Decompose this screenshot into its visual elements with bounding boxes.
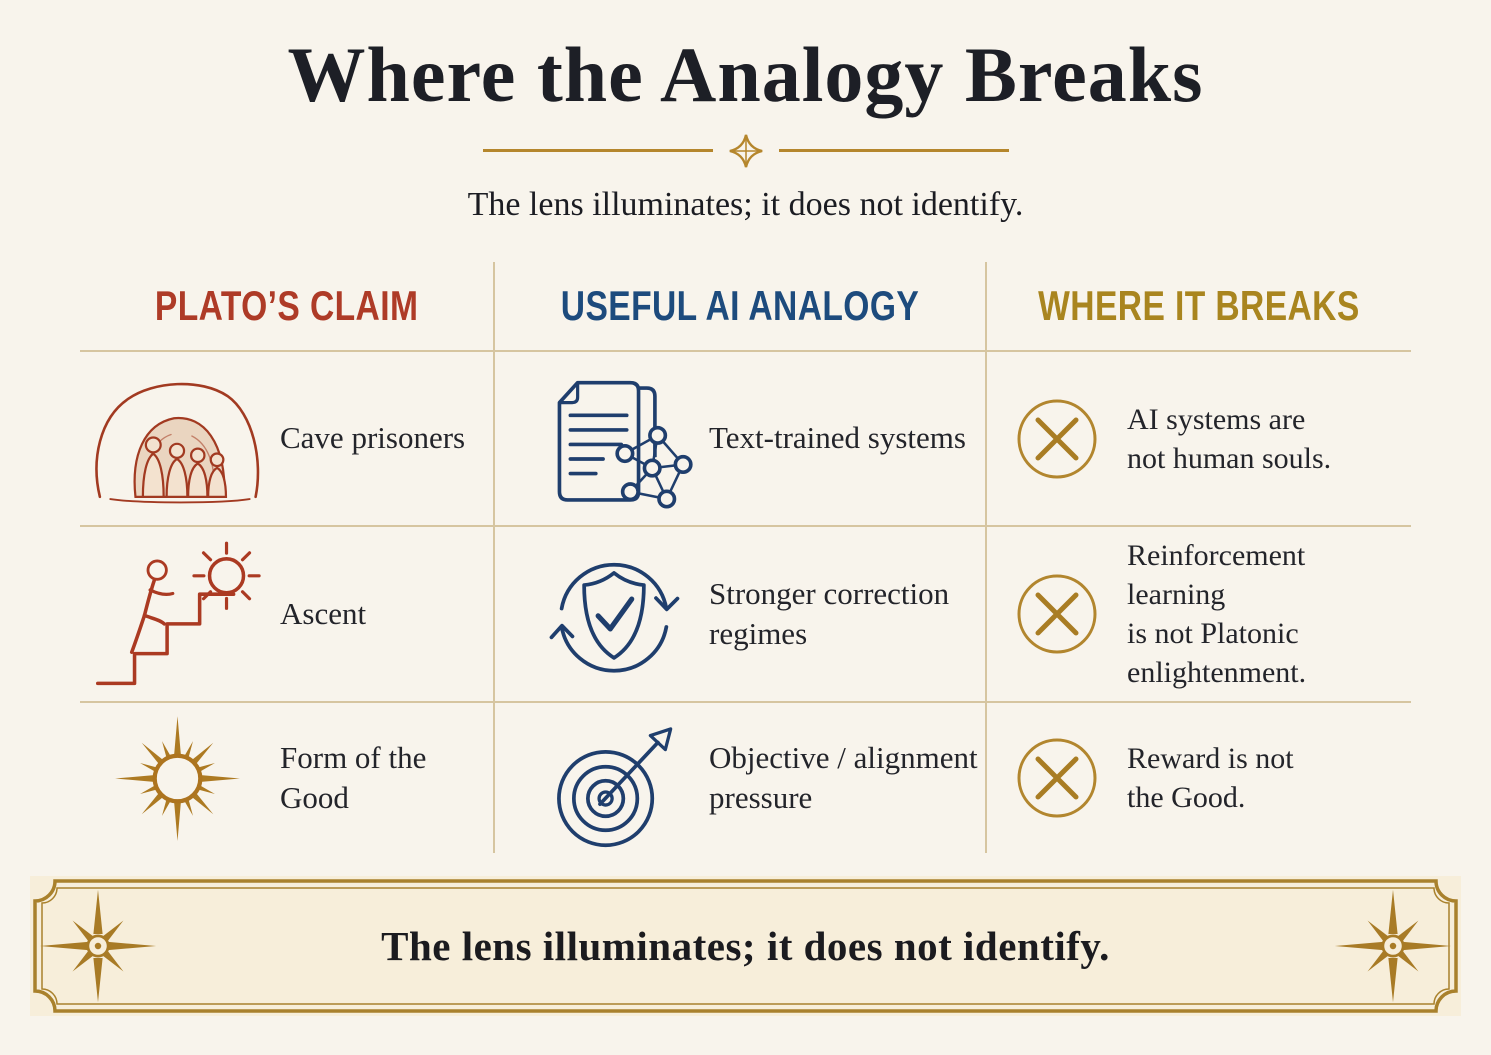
banner-frame bbox=[33, 879, 1458, 1013]
divider-line-right bbox=[778, 149, 1009, 153]
cell-not-human-souls: AI systems are not human souls. bbox=[987, 352, 1411, 527]
column-header-label: USEFUL AI ANALOGY bbox=[560, 282, 920, 329]
cell-stronger-correction-regimes: Stronger correction regimes bbox=[495, 527, 987, 703]
target-arrow-icon bbox=[533, 705, 695, 851]
column-header-label: PLATO’S CLAIM bbox=[154, 282, 419, 329]
shield-check-cycle-icon bbox=[533, 539, 695, 689]
column-header-useful-ai-analogy: USEFUL AI ANALOGY bbox=[495, 262, 987, 352]
comparison-table: PLATO’S CLAIM USEFUL AI ANALOGY WHERE IT… bbox=[80, 262, 1411, 853]
x-circle-icon bbox=[1013, 397, 1101, 481]
compass-star-icon bbox=[1334, 889, 1452, 1003]
document-network-icon bbox=[533, 366, 695, 512]
column-header-platos-claim: PLATO’S CLAIM bbox=[80, 262, 495, 352]
x-circle-icon bbox=[1013, 572, 1101, 656]
cell-label: Text-trained systems bbox=[709, 420, 966, 456]
column-header-label: WHERE IT BREAKS bbox=[1038, 282, 1360, 329]
cell-label: Stronger correction regimes bbox=[709, 575, 950, 651]
cell-label: Ascent bbox=[280, 595, 367, 631]
cell-label: Reinforcement learning is not Platonic e… bbox=[1127, 539, 1307, 689]
cell-not-platonic-enlightenment: Reinforcement learning is not Platonic e… bbox=[987, 527, 1411, 703]
cell-text-trained-systems: Text-trained systems bbox=[495, 352, 987, 527]
cell-label: Objective / alignment pressure bbox=[709, 739, 978, 815]
footer-tagline: The lens illuminates; it does not identi… bbox=[381, 923, 1110, 969]
x-circle-icon bbox=[1013, 736, 1101, 820]
cell-ascent: Ascent bbox=[80, 527, 495, 703]
compass-star-icon bbox=[39, 889, 157, 1003]
header: Where the Analogy Breaks The lens illumi… bbox=[0, 34, 1491, 224]
column-header-where-it-breaks: WHERE IT BREAKS bbox=[987, 262, 1411, 352]
title-divider bbox=[0, 132, 1491, 170]
sunburst-icon bbox=[88, 711, 266, 846]
diamond-ornament-icon bbox=[727, 132, 765, 170]
divider-line-left bbox=[482, 149, 713, 153]
cell-reward-not-the-good: Reward is not the Good. bbox=[987, 703, 1411, 853]
cell-label: Reward is not the Good. bbox=[1127, 742, 1294, 814]
cave-prisoners-icon bbox=[88, 371, 266, 507]
cell-cave-prisoners: Cave prisoners bbox=[80, 352, 495, 527]
page-title: Where the Analogy Breaks bbox=[287, 31, 1204, 118]
cell-label: AI systems are not human souls. bbox=[1127, 402, 1332, 475]
cell-label: Form of the Good bbox=[280, 739, 427, 815]
subtitle: The lens illuminates; it does not identi… bbox=[467, 185, 1024, 223]
footer-banner: The lens illuminates; it does not identi… bbox=[30, 876, 1461, 1016]
cell-label: Cave prisoners bbox=[280, 420, 466, 456]
ascent-stairs-sun-icon bbox=[88, 539, 266, 689]
cell-objective-alignment-pressure: Objective / alignment pressure bbox=[495, 703, 987, 853]
cell-form-of-the-good: Form of the Good bbox=[80, 703, 495, 853]
